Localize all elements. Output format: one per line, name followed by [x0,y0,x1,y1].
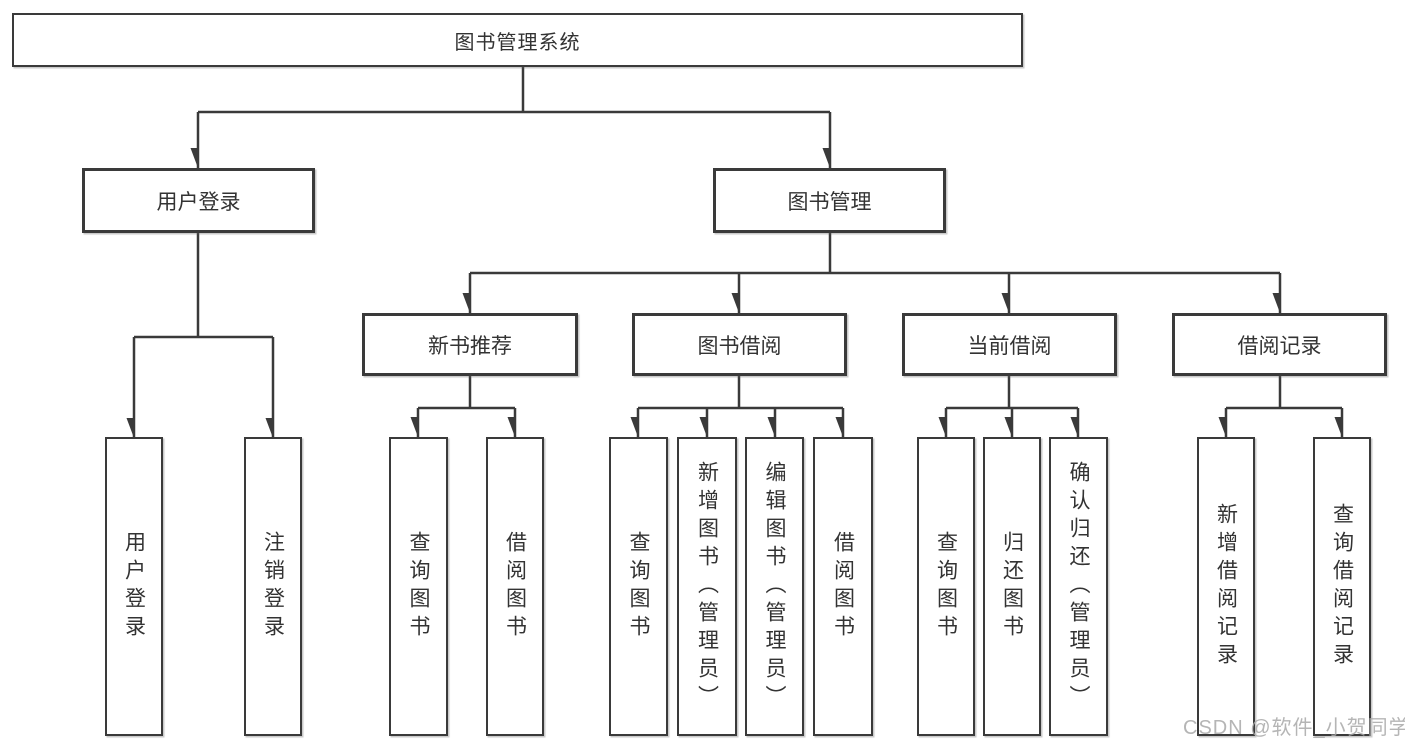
leaf-borrow-books-recommend-label: 借阅图书 [503,530,527,643]
node-root-label: 图书管理系统 [454,31,581,54]
node-borrowing-records: 借阅记录 [1172,313,1387,376]
leaf-return-books: 归还图书 [983,437,1041,736]
leaf-query-borrow-record-label: 查询借阅记录 [1330,502,1354,671]
csdn-watermark: CSDN @软件_小贺同学 [1183,717,1405,739]
leaf-confirm-return-admin-label: 确认归还（管理员） [1067,460,1090,713]
node-borrowing-records-label: 借阅记录 [1237,334,1322,358]
leaf-query-books-recommend-label: 查询图书 [407,530,430,643]
leaf-borrow-books-borrowing-label: 借阅图书 [831,530,855,643]
leaf-query-books-borrowing-label: 查询图书 [627,530,650,643]
leaf-edit-books-admin: 编辑图书（管理员） [745,437,804,736]
leaf-add-books-admin: 新增图书（管理员） [677,437,737,736]
leaf-add-books-admin-label: 新增图书（管理员） [695,460,719,713]
leaf-add-borrow-record-label: 新增借阅记录 [1214,502,1238,671]
leaf-query-books-current: 查询图书 [917,437,975,736]
leaf-add-borrow-record: 新增借阅记录 [1197,437,1255,736]
leaf-user-login: 用户登录 [105,437,163,736]
node-new-book-recommend: 新书推荐 [362,313,578,376]
node-root: 图书管理系统 [12,13,1023,67]
node-book-borrowing-label: 图书借阅 [697,334,782,358]
leaf-edit-books-admin-label: 编辑图书（管理员） [763,460,786,713]
node-new-book-recommend-label: 新书推荐 [428,334,512,358]
leaf-query-books-borrowing: 查询图书 [609,437,668,736]
leaf-logout: 注销登录 [244,437,302,736]
leaf-user-login-label: 用户登录 [122,530,146,643]
leaf-return-books-label: 归还图书 [1000,530,1024,643]
node-user-login-label: 用户登录 [156,190,241,214]
leaf-logout-label: 注销登录 [261,530,285,643]
node-book-management: 图书管理 [713,168,946,233]
node-book-management-label: 图书管理 [787,190,872,214]
leaf-query-borrow-record: 查询借阅记录 [1313,437,1371,736]
leaf-query-books-current-label: 查询图书 [934,530,958,643]
leaf-borrow-books-recommend: 借阅图书 [486,437,544,736]
node-book-borrowing: 图书借阅 [632,313,847,376]
leaf-query-books-recommend: 查询图书 [389,437,448,736]
leaf-borrow-books-borrowing: 借阅图书 [813,437,873,736]
node-current-borrowing: 当前借阅 [902,313,1117,376]
node-current-borrowing-label: 当前借阅 [967,334,1052,358]
node-user-login: 用户登录 [82,168,315,233]
leaf-confirm-return-admin: 确认归还（管理员） [1049,437,1108,736]
